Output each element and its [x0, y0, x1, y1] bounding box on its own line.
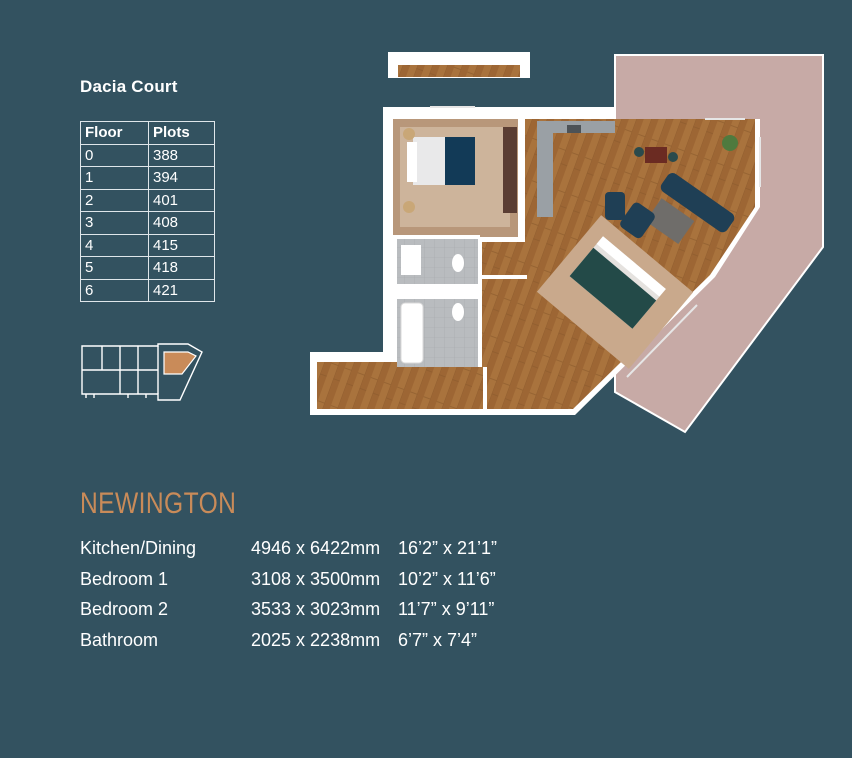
room-metric: 2025 x 2238mm — [251, 629, 381, 650]
plot-cell: 401 — [148, 188, 215, 212]
room-imperial: 10’2” x 11’6” — [398, 568, 496, 589]
room-metric: 3533 x 3023mm — [251, 599, 381, 619]
floor-cell: 0 — [80, 143, 149, 167]
floor-cell: 4 — [80, 233, 149, 257]
floor-cell: 1 — [80, 166, 149, 190]
floor-cell: 6 — [80, 278, 149, 302]
header-plots: Plots — [148, 121, 215, 145]
room-metric: 4946 x 6422mm — [251, 538, 381, 558]
plot-cell: 415 — [148, 233, 215, 257]
room-name: Bathroom — [80, 629, 159, 650]
room-imperial: 6’7” x 7’4” — [398, 629, 478, 650]
floorplan-illustration — [310, 52, 824, 434]
plot-cell: 421 — [148, 278, 215, 302]
plot-cell: 408 — [148, 211, 215, 235]
room-name: Kitchen/Dining — [80, 538, 197, 558]
plot-cell: 418 — [148, 256, 215, 280]
room-name: Bedroom 1 — [80, 568, 169, 589]
header-floor: Floor — [80, 121, 149, 145]
room-metric: 3108 x 3500mm — [251, 568, 381, 589]
room-imperial: 16’2” x 21’1” — [398, 538, 498, 558]
room-imperial: 11’7” x 9’11” — [398, 599, 495, 619]
plot-cell: 394 — [148, 166, 215, 190]
floor-cell: 2 — [80, 188, 149, 212]
plot-cell: 388 — [148, 143, 215, 167]
apartment-name: NEWINGTON — [80, 487, 237, 520]
building-name: Dacia Court — [80, 77, 178, 96]
building-keyplan-icon — [81, 343, 203, 401]
floor-cell: 5 — [80, 256, 149, 280]
room-name: Bedroom 2 — [80, 599, 169, 619]
floor-cell: 3 — [80, 211, 149, 235]
plots-table-header: Floor Plots — [80, 121, 215, 145]
